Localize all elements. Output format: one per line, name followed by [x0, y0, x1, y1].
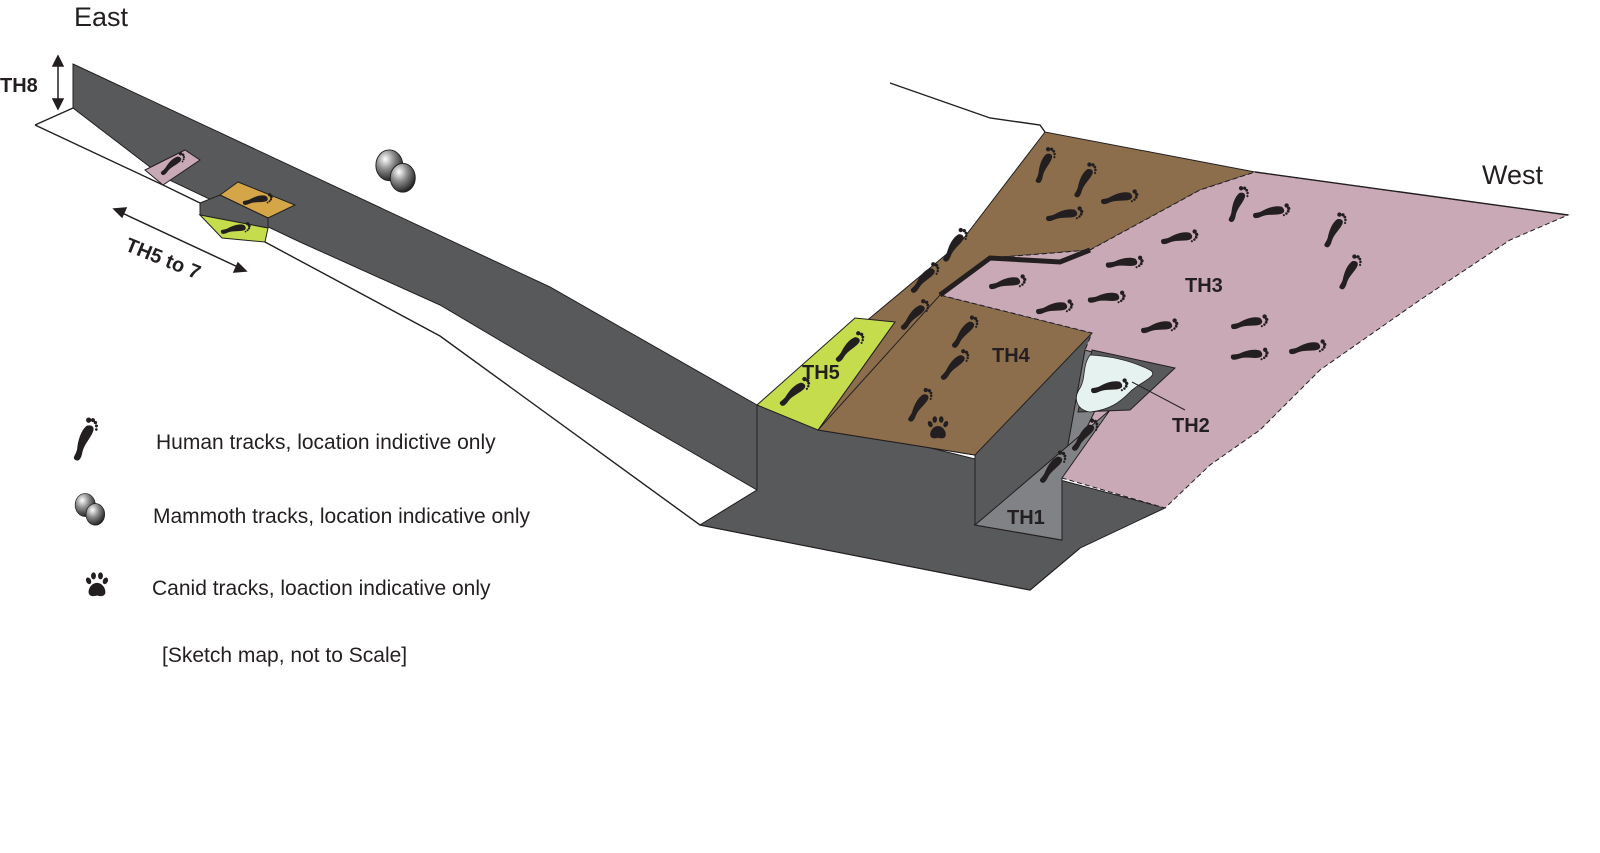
channel-line: [938, 247, 1091, 298]
th5-to-7-arrow: [112, 207, 248, 273]
th8-label: TH8: [0, 75, 38, 97]
legend: Human tracks, location indictive only Ma…: [71, 415, 530, 667]
th5-to-7-label: TH5 to 7: [122, 234, 203, 284]
sketch-note: [Sketch map, not to Scale]: [162, 644, 407, 667]
legend-mammoth-track-icon: [74, 493, 106, 526]
th1-label: TH1: [1007, 507, 1045, 529]
legend-canid-track-icon: [84, 572, 110, 597]
th2-label: TH2: [1172, 415, 1210, 437]
th7-step-wall: [199, 194, 269, 229]
main-trench-wall: [72, 63, 758, 526]
legend-canid-text: Canid tracks, loaction indicative only: [152, 577, 491, 600]
th5-label: TH5: [802, 362, 840, 384]
west-label: West: [1482, 160, 1544, 190]
th5-area: [756, 317, 896, 431]
th4-label: TH4: [992, 345, 1031, 367]
th8-arrow: [51, 54, 65, 111]
th8-patch: [144, 149, 201, 186]
mammoth-track-icon: [375, 149, 416, 193]
legend-human-text: Human tracks, location indictive only: [156, 431, 496, 454]
legend-mammoth-text: Mammoth tracks, location indicative only: [153, 505, 530, 528]
th3-west-edge: [1254, 171, 1569, 216]
main-trench-floor: [698, 404, 1167, 591]
east-label: East: [74, 2, 129, 32]
th2-leader-line: [1131, 381, 1186, 411]
legend-human-track-icon: [71, 415, 101, 464]
th3-label: TH3: [1185, 275, 1223, 297]
